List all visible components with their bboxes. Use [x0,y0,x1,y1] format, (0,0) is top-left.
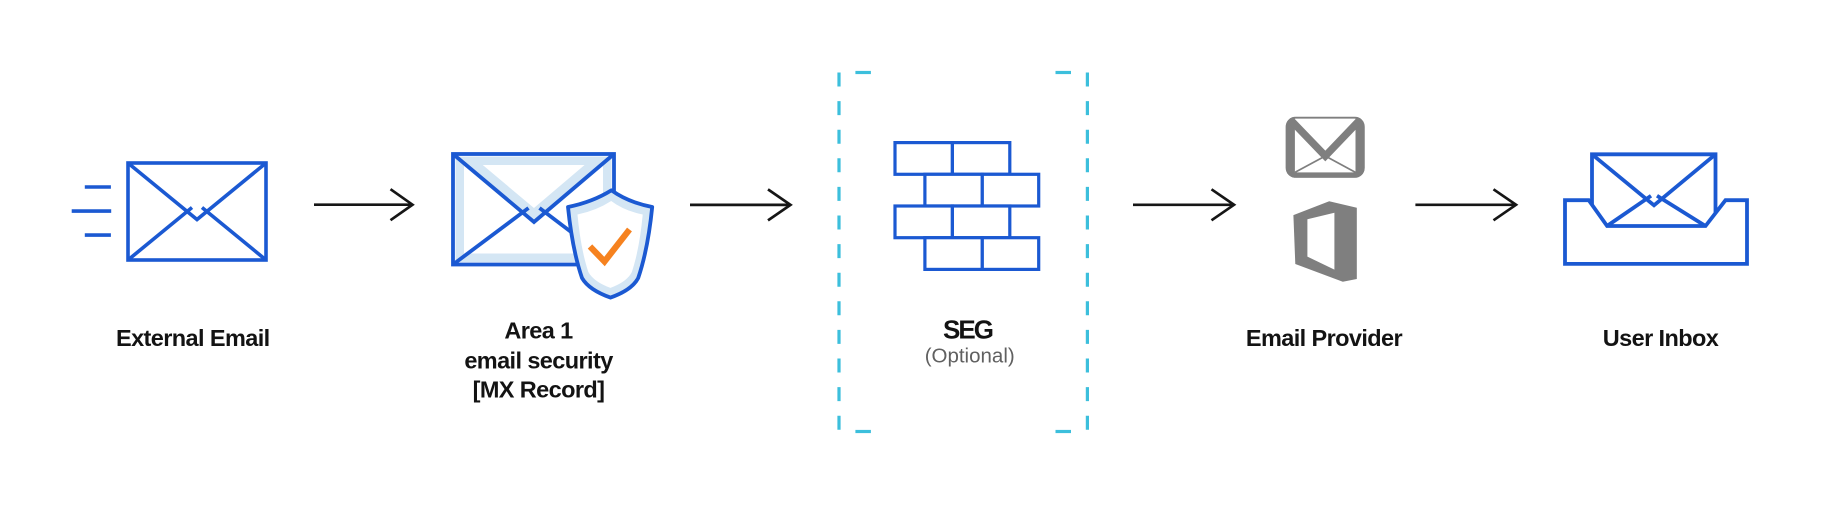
svg-text:[MX Record]: [MX Record] [473,377,605,403]
svg-text:Email Provider: Email Provider [1246,325,1403,351]
svg-text:email security: email security [464,348,613,374]
svg-text:User Inbox: User Inbox [1603,325,1719,351]
svg-text:External Email: External Email [116,325,270,351]
svg-text:Area 1: Area 1 [504,318,573,344]
svg-text:SEG: SEG [943,315,993,345]
svg-text:(Optional): (Optional) [925,345,1015,368]
